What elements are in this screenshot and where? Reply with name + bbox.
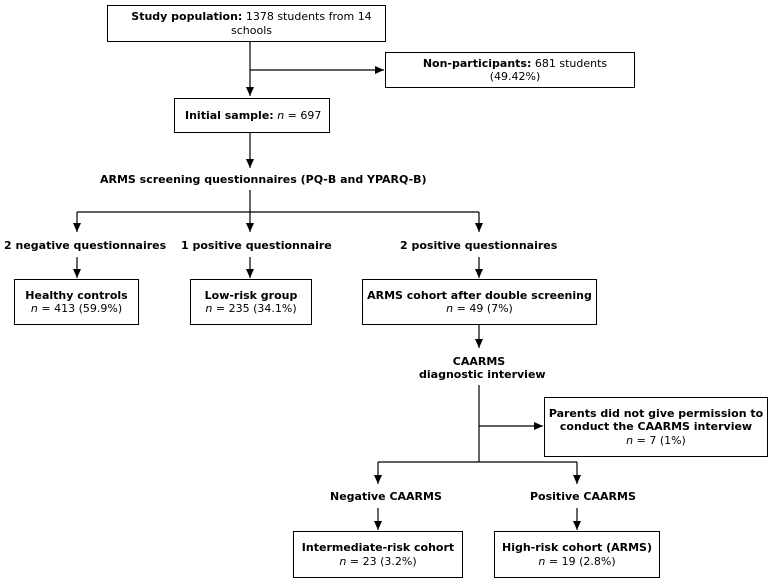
non-participants-text: 681 students (49.42%) — [489, 56, 608, 83]
arms-cohort-title: ARMS cohort after double screening — [367, 288, 592, 302]
low-risk-n: n — [205, 302, 213, 315]
high-risk-box: High-risk cohort (ARMS) n = 19 (2.8%) — [494, 531, 660, 578]
study-population-text: 1378 students from 14 schools — [231, 10, 372, 37]
no-permission-title-line2: conduct the CAARMS interview — [559, 420, 753, 434]
high-risk-text: = 19 (2.8%) — [545, 554, 616, 568]
intermediate-risk-text: = 23 (3.2%) — [346, 554, 417, 568]
intermediate-risk-title: Intermediate-risk cohort — [301, 541, 455, 555]
healthy-controls-title: Healthy controls — [25, 288, 128, 302]
initial-sample-n: n — [277, 108, 285, 122]
intermediate-risk-n: n — [339, 554, 347, 568]
high-risk-n: n — [538, 554, 546, 568]
non-participants-box: Non-participants: 681 students (49.42%) — [385, 52, 635, 88]
caarms-label-line1: CAARMS — [452, 355, 506, 368]
caarms-label-line2: diagnostic interview — [419, 368, 546, 382]
low-risk-box: Low-risk group n = 235 (34.1%) — [190, 279, 312, 325]
pos-caarms-label: Positive CAARMS — [530, 490, 636, 503]
no-permission-n: n — [626, 433, 634, 447]
non-participants-title: Non-participants: — [422, 56, 532, 70]
initial-sample-box: Initial sample: n = 697 — [174, 98, 330, 133]
caarms-label: CAARMS diagnostic interview — [419, 355, 546, 382]
intermediate-risk-box: Intermediate-risk cohort n = 23 (3.2%) — [293, 531, 463, 578]
study-population-box: Study population: 1378 students from 14 … — [107, 5, 386, 42]
neg2-label: 2 negative questionnaires — [4, 239, 167, 252]
arms-cohort-n: n — [446, 302, 454, 315]
no-permission-title-line1: Parents did not give permission to — [548, 407, 764, 421]
low-risk-text: = 235 (34.1%) — [212, 302, 297, 315]
arms-cohort-text: = 49 (7%) — [453, 302, 513, 315]
high-risk-title: High-risk cohort (ARMS) — [501, 541, 653, 555]
neg-caarms-label: Negative CAARMS — [330, 490, 442, 503]
healthy-controls-text: = 413 (59.9%) — [37, 302, 123, 315]
arms-cohort-box: ARMS cohort after double screening n = 4… — [362, 279, 597, 325]
no-permission-box: Parents did not give permission to condu… — [544, 397, 768, 457]
healthy-controls-n: n — [30, 302, 38, 315]
initial-sample-title: Initial sample: — [185, 108, 274, 122]
no-permission-text: = 7 (1%) — [633, 433, 686, 447]
initial-sample-text: = 697 — [284, 108, 322, 122]
study-population-title: Study population: — [131, 10, 243, 24]
screening-label: ARMS screening questionnaires (PQ-B and … — [100, 173, 427, 186]
low-risk-title: Low-risk group — [204, 288, 298, 302]
healthy-controls-box: Healthy controls n = 413 (59.9%) — [14, 279, 139, 325]
pos2-label: 2 positive questionnaires — [400, 239, 558, 252]
pos1-label: 1 positive questionnaire — [181, 239, 332, 252]
